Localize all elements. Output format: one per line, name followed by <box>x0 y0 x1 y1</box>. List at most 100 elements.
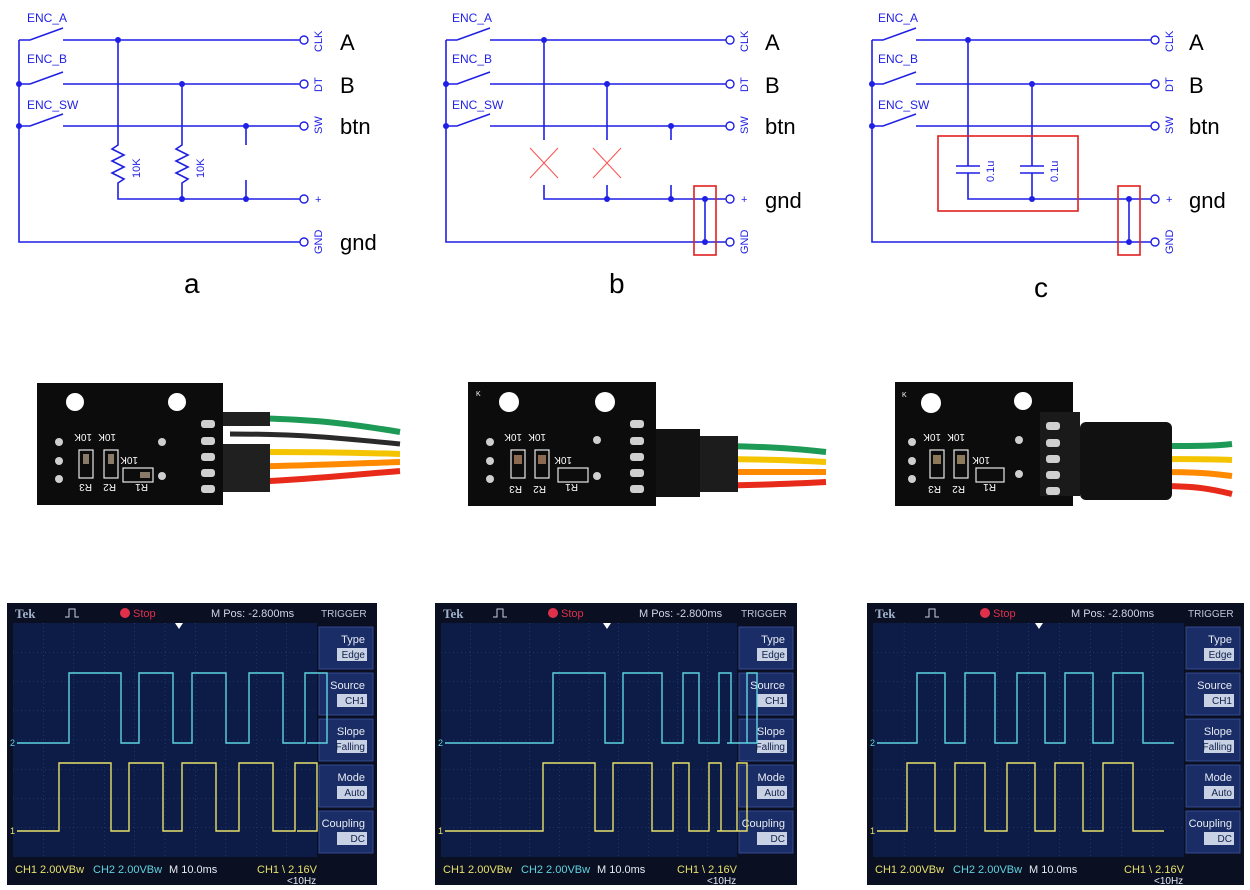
ch1-marker: 1 <box>870 826 875 836</box>
junction <box>541 37 547 43</box>
connector <box>650 429 700 497</box>
menu-value: Auto <box>764 788 785 799</box>
signal-label-a: A <box>765 30 780 55</box>
ch1-marker: 1 <box>10 826 15 836</box>
trigger-level: CH1 \ 2.16V <box>257 864 318 876</box>
terminal-dt <box>299 79 309 89</box>
silk-ref: R2 <box>103 481 116 492</box>
mounting-hole <box>499 392 519 412</box>
menu-label: Coupling <box>742 818 785 830</box>
capacitor-c1 <box>956 40 1151 200</box>
brand-label: Tek <box>443 606 464 621</box>
switch-label-enc-sw: ENC_SW <box>27 98 79 112</box>
pads <box>55 420 215 493</box>
menu-title: TRIGGER <box>1188 609 1234 620</box>
removed-mark-r2 <box>592 147 622 179</box>
silk-corner-mark: K <box>902 392 907 399</box>
highlight-box-jumper <box>693 185 717 256</box>
menu-value-box <box>337 832 367 845</box>
signal-label-gnd: gnd <box>340 230 377 255</box>
resistor-footprint <box>78 449 94 479</box>
highlight-box-capacitors <box>937 135 1079 212</box>
ch1-waveform <box>877 762 1164 832</box>
terminal-clk <box>1150 35 1160 45</box>
capacitor-c2 <box>1020 84 1044 199</box>
silk-corner-mark: K <box>476 391 481 398</box>
menu-value: CH1 <box>345 696 365 707</box>
silk-label: 10K <box>74 431 92 442</box>
menu-value: DC <box>351 834 365 845</box>
junction <box>668 196 674 202</box>
mpos-label: M Pos: -2.800ms <box>1071 608 1155 620</box>
ch2-marker: 2 <box>438 738 443 748</box>
terminal-label-dt: DT <box>313 77 325 92</box>
mounting-hole <box>168 393 186 411</box>
menu-value-box <box>337 786 367 799</box>
switch-enc-b <box>19 71 300 85</box>
ch2-waveform <box>877 672 1174 744</box>
menu-value: Falling <box>336 742 365 753</box>
menu-value-box <box>1204 648 1234 661</box>
menu-label: Slope <box>337 726 365 738</box>
trigger-icon <box>65 608 79 618</box>
smd-resistor <box>140 472 150 478</box>
terminal-plus <box>725 194 735 204</box>
signal-label-b: B <box>765 73 780 98</box>
silk-label: 10K <box>554 454 572 465</box>
capacitor-value: 0.1u <box>985 161 997 182</box>
resistor-footprint <box>103 449 119 479</box>
menu-title: TRIGGER <box>321 609 367 620</box>
terminal-gnd <box>725 237 735 247</box>
menu-value-box <box>1204 832 1234 845</box>
connector <box>700 436 738 492</box>
terminal-plus <box>299 194 309 204</box>
schematic-c: ENC_A ENC_B ENC_SW 0.1u 0.1u CLK DT SW +… <box>869 11 1226 303</box>
ch2-waveform <box>445 672 758 744</box>
connector-heatshrink <box>1080 422 1172 500</box>
silk-ref: R2 <box>952 483 965 494</box>
ch1-waveform <box>17 762 318 832</box>
menu-label: Slope <box>757 726 785 738</box>
resistor-footprint <box>122 467 154 483</box>
junction <box>443 123 449 129</box>
switch-enc-sw <box>19 113 300 127</box>
menu-value: Falling <box>1203 742 1232 753</box>
silk-ref: R1 <box>135 481 148 492</box>
resistor-r2 <box>174 84 190 199</box>
terminal-label-sw: SW <box>313 116 325 134</box>
pads <box>486 420 644 493</box>
terminal-sw <box>725 121 735 131</box>
menu-label: Type <box>761 634 785 646</box>
menu-label: Coupling <box>322 818 365 830</box>
menu-value-box <box>337 740 367 753</box>
menu-value: CH1 <box>1212 696 1232 707</box>
mounting-hole <box>66 393 84 411</box>
terminal-gnd <box>1150 237 1160 247</box>
silk-ref: R3 <box>79 481 92 492</box>
junction <box>869 123 875 129</box>
common-rail <box>445 40 726 243</box>
mpos-label: M Pos: -2.800ms <box>639 608 723 620</box>
junction <box>604 81 610 87</box>
status-label: Stop <box>133 608 156 620</box>
terminal-dt <box>725 79 735 89</box>
header <box>1040 412 1080 496</box>
trigger-position-marker <box>1035 623 1043 629</box>
capacitor-value: 0.1u <box>1049 161 1061 182</box>
terminal-label-plus: + <box>315 194 321 206</box>
junction <box>443 81 449 87</box>
menu-value-box <box>1204 740 1234 753</box>
mounting-hole <box>921 393 941 413</box>
removed-mark-r1 <box>529 147 559 179</box>
junction <box>243 123 249 129</box>
terminal-label-clk: CLK <box>313 30 325 52</box>
smd-capacitor <box>957 455 965 464</box>
silk-label: 10K <box>120 454 138 465</box>
menu-label: Source <box>750 680 785 692</box>
switch-label-enc-sw: ENC_SW <box>878 98 930 112</box>
menu-label: Mode <box>337 772 365 784</box>
smd-resistor <box>108 454 114 464</box>
capacitor-footprint <box>929 449 945 479</box>
signal-label-b: B <box>1189 73 1204 98</box>
